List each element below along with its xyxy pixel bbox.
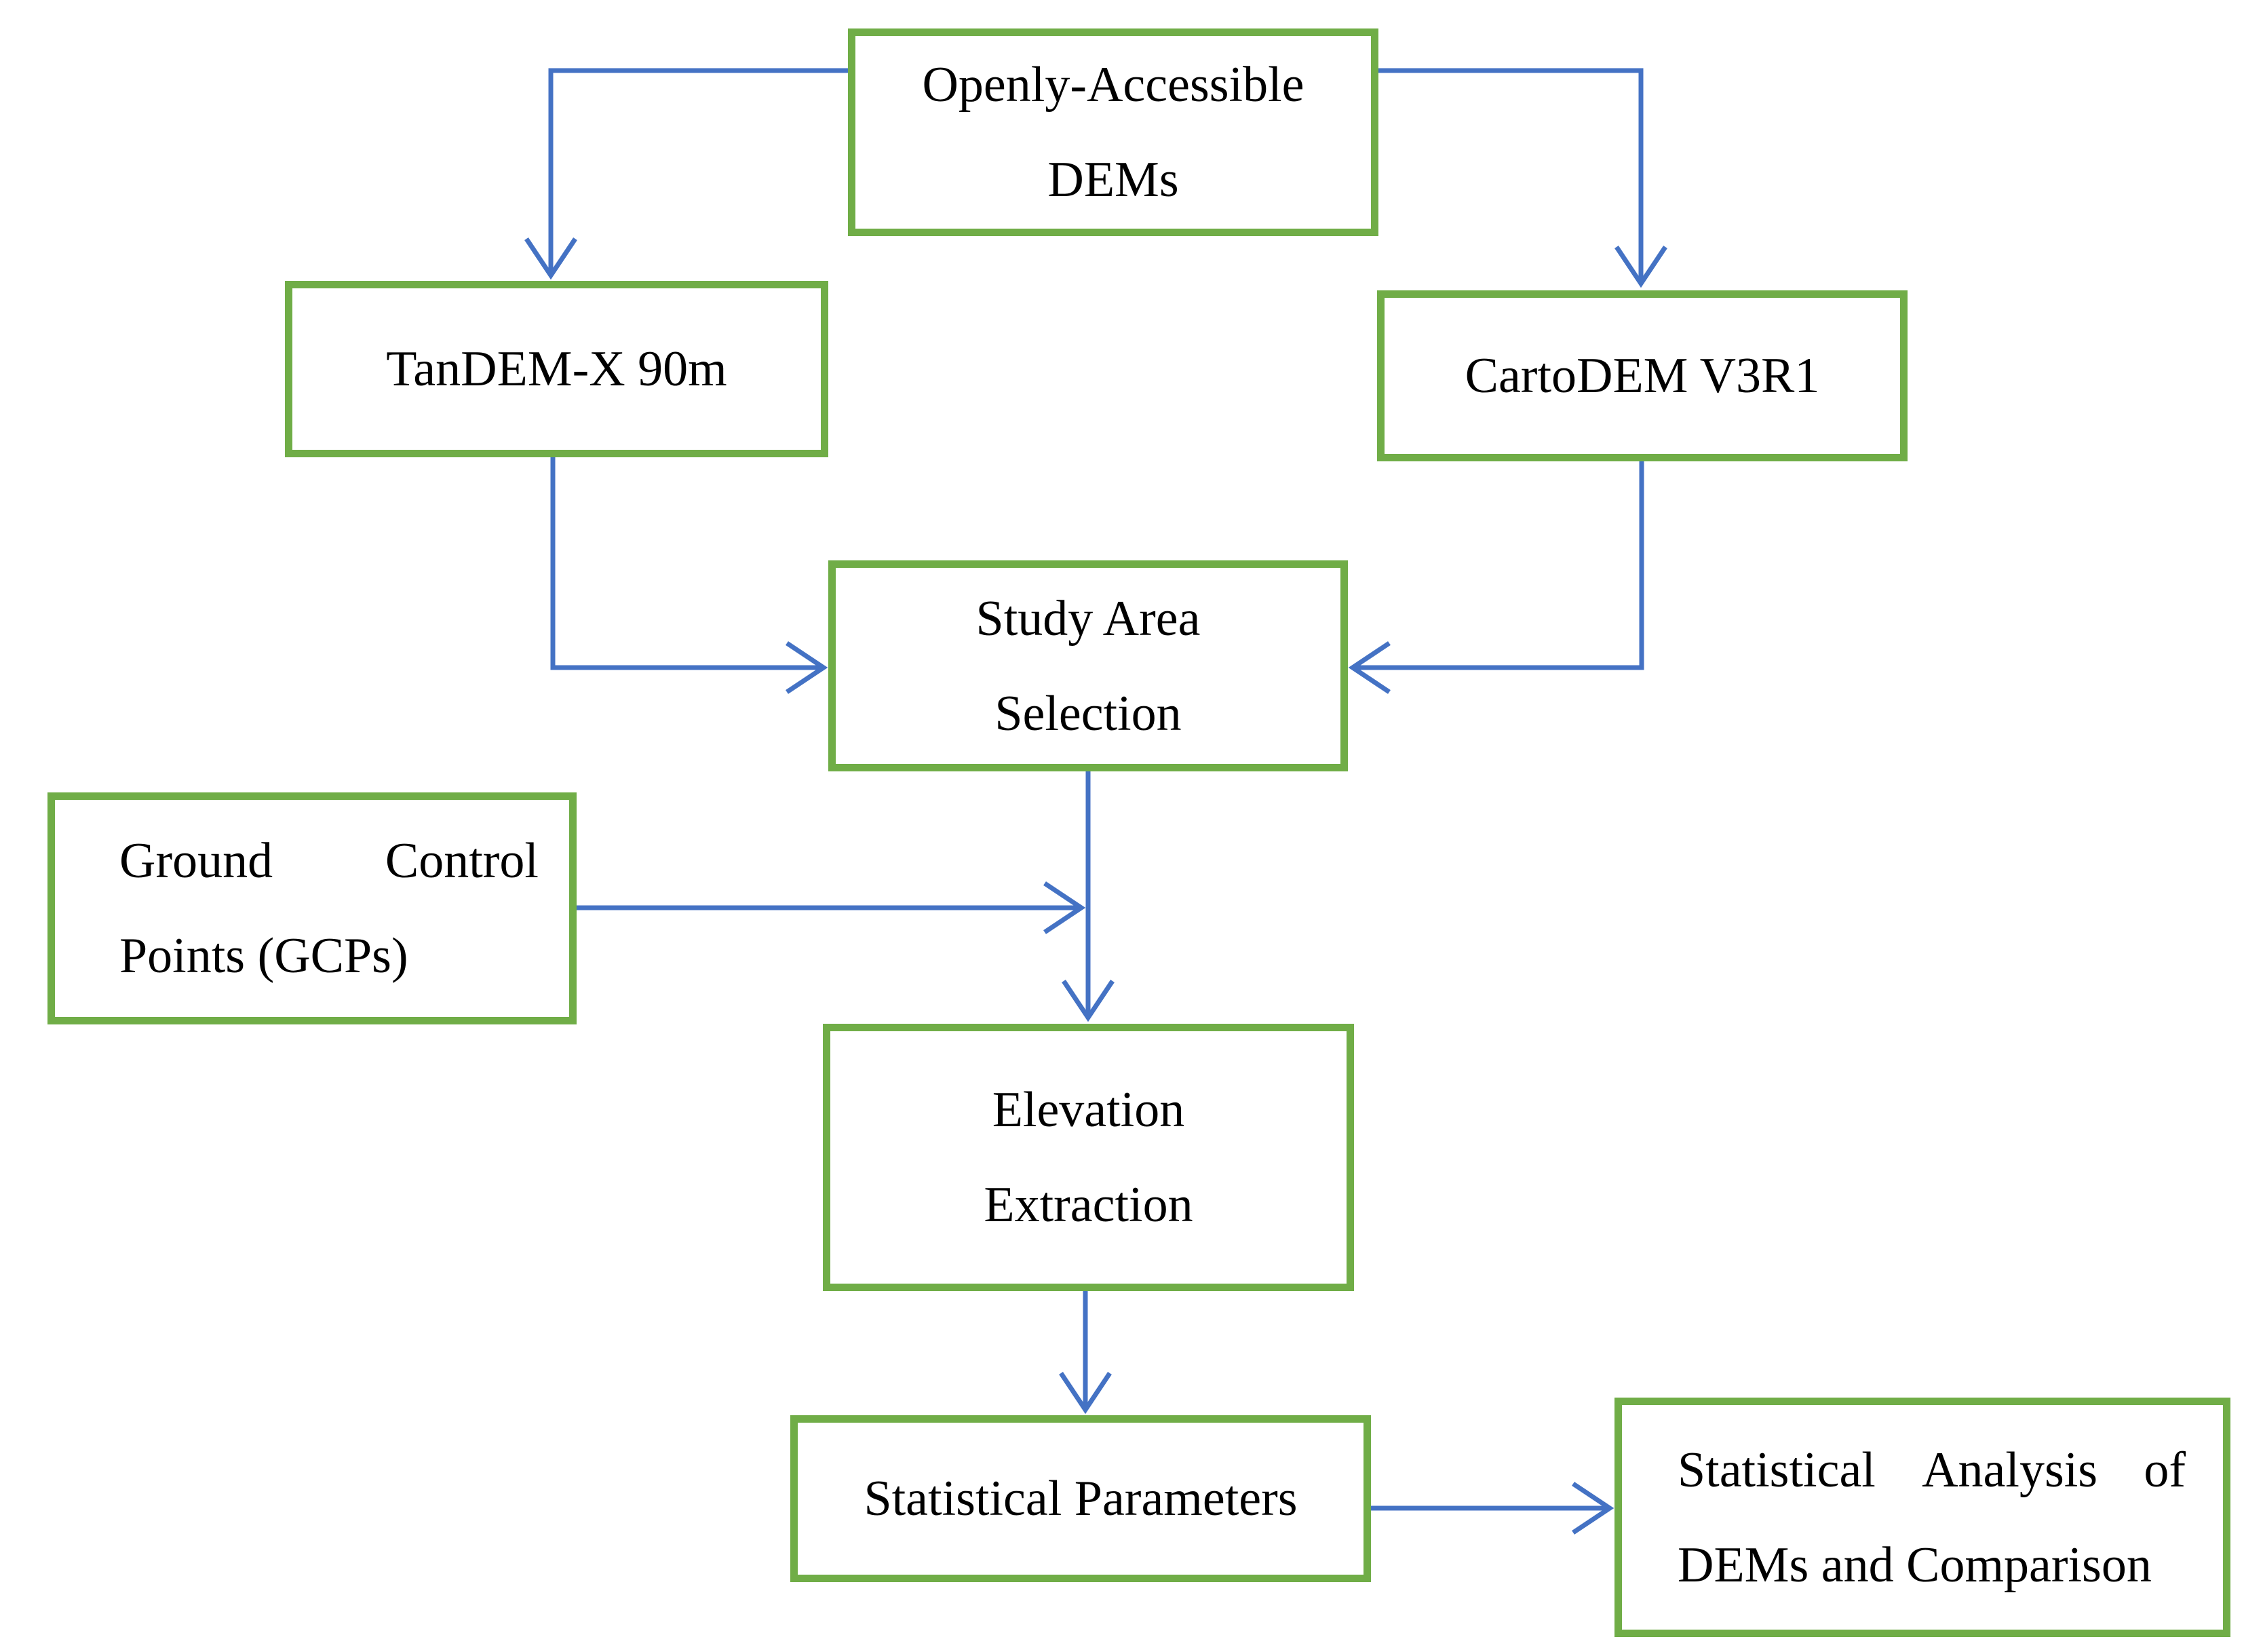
node-label-line: Statistical Parameters: [864, 1471, 1298, 1526]
node-study-area-selection: Study Area Selection: [828, 560, 1348, 771]
node-label-line: DEMs and Comparison: [1678, 1537, 2152, 1593]
node-label-line: CartoDEM V3R1: [1465, 348, 1820, 404]
node-label-line: Points (GCPs): [119, 928, 408, 984]
node-label-line: Ground Control: [119, 813, 539, 908]
arrow-open-dems-to-tandem: [524, 68, 848, 280]
node-statistical-analysis-dems-comparison: Statistical Analysis of DEMs and Compari…: [1614, 1398, 2230, 1637]
node-tandem-x-90m: TanDEM-X 90m: [285, 281, 828, 457]
node-label-line: Extraction: [984, 1177, 1193, 1233]
node-label-line: Selection: [994, 685, 1182, 742]
node-label-word: Analysis: [1922, 1442, 2098, 1498]
arrow-tandem-to-study: [550, 457, 828, 694]
node-elevation-extraction: Elevation Extraction: [823, 1024, 1354, 1291]
node-label-line: TanDEM-X 90m: [386, 341, 727, 397]
arrow-carto-to-study: [1348, 461, 1644, 694]
node-openly-accessible-dems: Openly-Accessible DEMs: [848, 28, 1378, 236]
node-statistical-parameters: Statistical Parameters: [790, 1415, 1371, 1582]
node-label-line: Study Area: [975, 590, 1201, 647]
node-cartodem-v3r1: CartoDEM V3R1: [1377, 290, 1908, 461]
arrow-open-dems-to-carto: [1378, 68, 1667, 288]
node-ground-control-points: Ground Control Points (GCPs): [47, 792, 577, 1024]
node-label-line: Statistical Analysis of: [1678, 1423, 2186, 1518]
node-label-word: Statistical: [1678, 1442, 1876, 1498]
node-label-word: Control: [385, 833, 539, 889]
node-label-line: Elevation: [992, 1082, 1185, 1138]
node-label-word: of: [2144, 1442, 2186, 1498]
node-label-line: DEMs: [1047, 152, 1179, 208]
node-label-line: Openly-Accessible: [922, 57, 1304, 113]
node-label-word: Ground: [119, 833, 273, 889]
